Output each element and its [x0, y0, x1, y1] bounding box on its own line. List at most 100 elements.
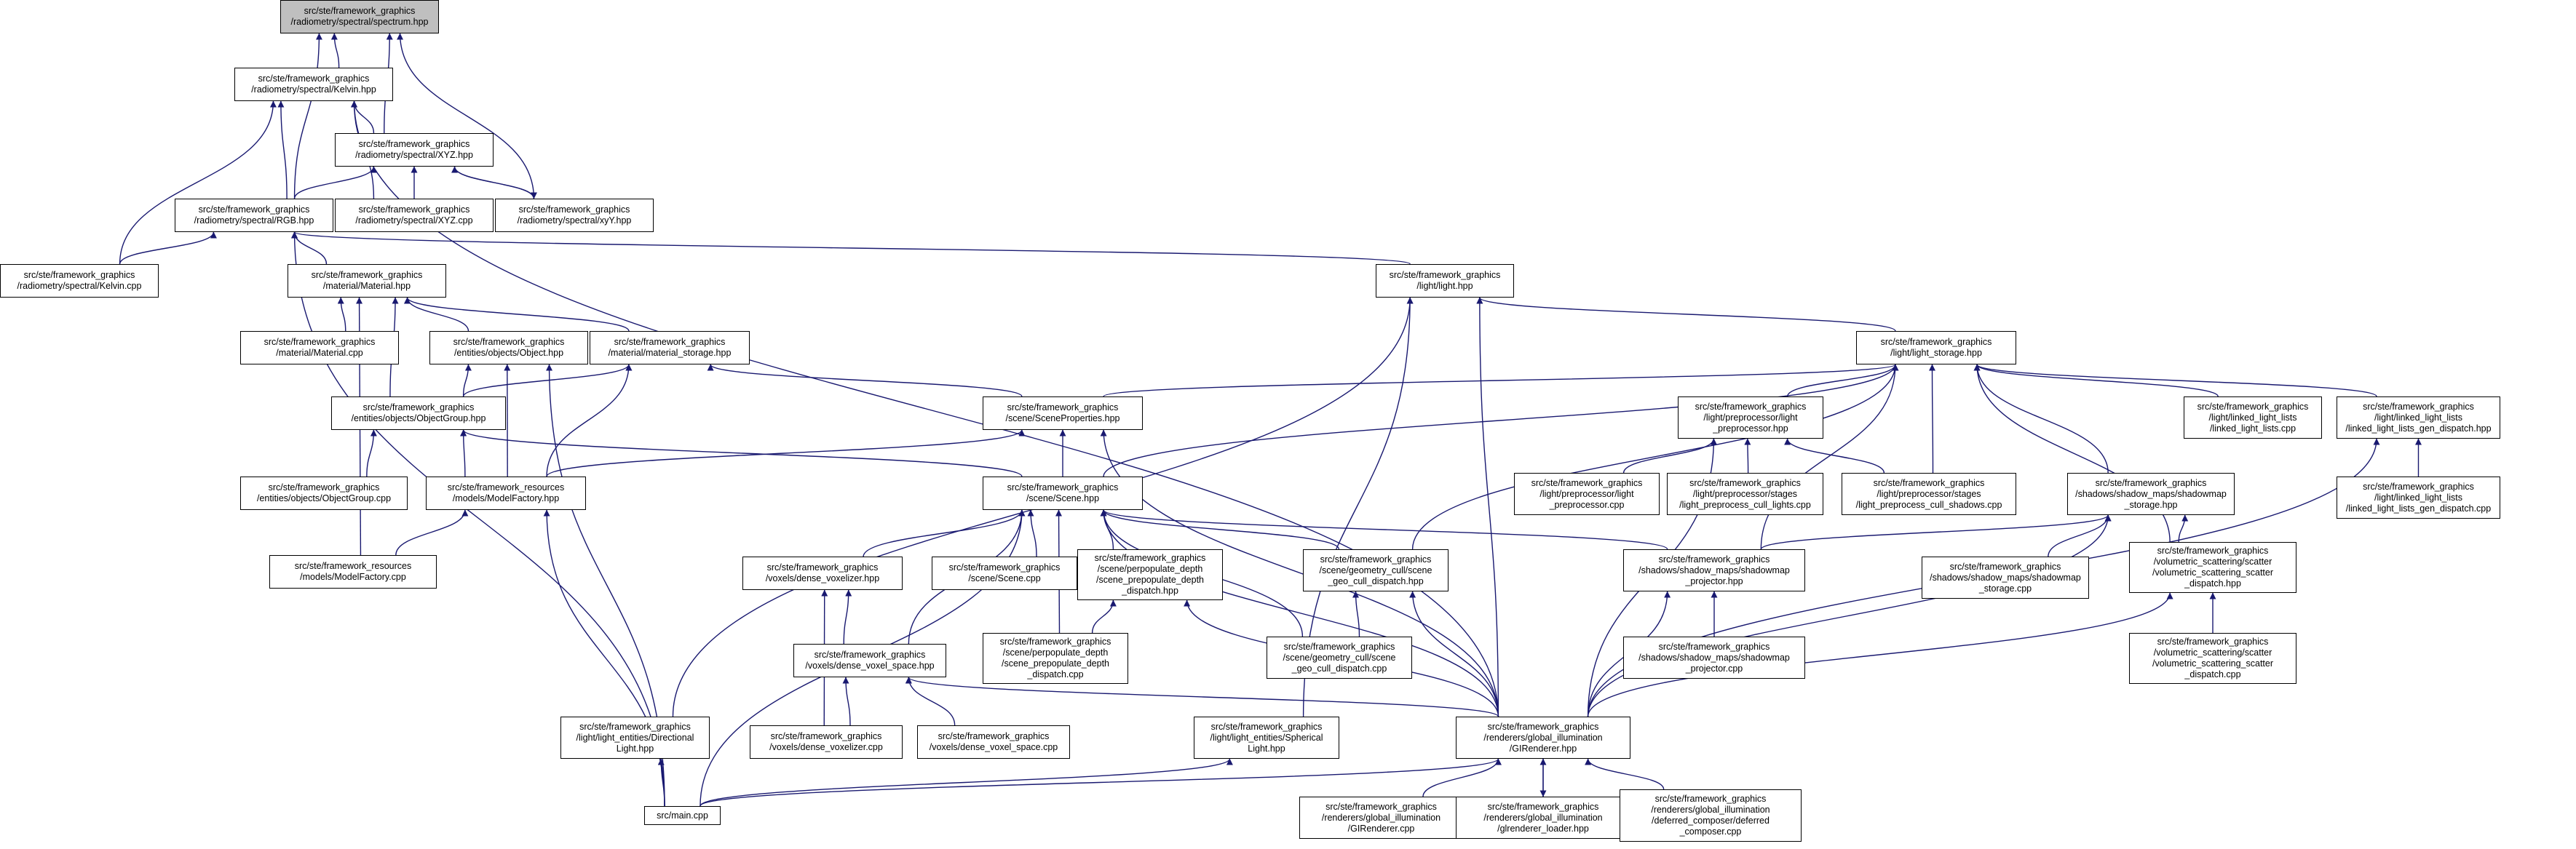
- include-edge-main-cpp-to-glrenderer-hpp: [700, 758, 1502, 807]
- file-node-main-cpp[interactable]: src/main.cpp: [644, 806, 721, 825]
- file-node-lll-gen-cpp[interactable]: src/ste/framework_graphics/light/linked_…: [2337, 477, 2500, 519]
- file-node-label: /linked_light_lists_gen_dispatch.cpp: [2345, 503, 2492, 514]
- file-node-shadowmap-storage-cpp[interactable]: src/ste/framework_graphics/shadows/shado…: [1922, 557, 2089, 599]
- file-node-glrenderer-hpp[interactable]: src/ste/framework_graphics/renderers/glo…: [1456, 717, 1630, 759]
- file-node-lll-cpp[interactable]: src/ste/framework_graphics/light/linked_…: [2184, 396, 2322, 439]
- file-node-lp-cull-lights[interactable]: src/ste/framework_graphics/light/preproc…: [1667, 473, 1823, 515]
- file-node-label: _geo_cull_dispatch.cpp: [1291, 663, 1387, 674]
- file-node-xyz-hpp[interactable]: src/ste/framework_graphics/radiometry/sp…: [335, 133, 494, 167]
- file-node-kelvin-cpp[interactable]: src/ste/framework_graphics/radiometry/sp…: [0, 264, 159, 298]
- file-node-scene-cpp[interactable]: src/ste/framework_graphics/scene/Scene.c…: [932, 557, 1077, 590]
- file-node-rgb-hpp[interactable]: src/ste/framework_graphics/radiometry/sp…: [175, 199, 333, 232]
- file-node-label: src/ste/framework_graphics: [263, 337, 376, 347]
- file-node-label: src/ste/framework_graphics: [258, 73, 370, 84]
- file-node-label: /light/preprocessor/light: [1539, 488, 1634, 499]
- include-edge-objectgroup-hpp-to-material-storage: [462, 364, 633, 397]
- include-edge-rgb-hpp-to-kelvin-hpp: [277, 100, 288, 199]
- file-node-label: src/ste/framework_graphics: [948, 562, 1061, 573]
- file-node-deferred-composer[interactable]: src/ste/framework_graphics/renderers/glo…: [1620, 789, 1802, 842]
- file-node-label: /volumetric_scattering_scatter: [2152, 567, 2274, 578]
- file-node-lp-cpp[interactable]: src/ste/framework_graphics/light/preproc…: [1514, 473, 1660, 515]
- include-edge-material-cpp-to-material-hpp: [337, 297, 346, 332]
- file-node-label: /material/material_storage.hpp: [608, 348, 732, 358]
- file-node-lp-hpp[interactable]: src/ste/framework_graphics/light/preproc…: [1678, 396, 1823, 439]
- file-node-spherical-light[interactable]: src/ste/framework_graphics/light/light_e…: [1194, 717, 1339, 759]
- include-edge-objectgroup-hpp-to-object-hpp: [462, 364, 472, 397]
- file-node-glrenderer-cpp[interactable]: src/ste/framework_graphics/renderers/glo…: [1299, 797, 1463, 839]
- file-node-label: src/ste/framework_graphics: [1094, 553, 1206, 563]
- include-edge-material-storage-to-material-hpp: [404, 297, 630, 332]
- file-node-gl-loader[interactable]: src/ste/framework_graphics/renderers/glo…: [1456, 797, 1630, 839]
- include-edge-lp-cpp-to-lp-hpp: [1622, 438, 1717, 474]
- file-node-xyz-cpp[interactable]: src/ste/framework_graphics/radiometry/sp…: [335, 199, 494, 232]
- include-edge-rgb-hpp-to-xyz-hpp: [293, 166, 377, 199]
- file-node-objectgroup-cpp[interactable]: src/ste/framework_graphics/entities/obje…: [240, 477, 408, 510]
- file-node-xyy-hpp[interactable]: src/ste/framework_graphics/radiometry/sp…: [495, 199, 654, 232]
- file-node-dense-voxelizer-hpp[interactable]: src/ste/framework_graphics/voxels/dense_…: [742, 557, 903, 590]
- file-node-dense-voxelizer-cpp[interactable]: src/ste/framework_graphics/voxels/dense_…: [750, 725, 903, 759]
- file-node-object-hpp[interactable]: src/ste/framework_graphics/entities/obje…: [429, 331, 588, 364]
- file-node-vol-scatter-hpp[interactable]: src/ste/framework_graphics/volumetric_sc…: [2129, 542, 2296, 593]
- file-node-label: src/ste/framework_graphics: [362, 402, 475, 412]
- include-edge-dense-voxel-space-hpp-to-dense-voxelizer-hpp: [843, 589, 852, 645]
- file-node-label: src/ste/framework_graphics: [1658, 554, 1770, 565]
- file-node-label: /renderers/global_illumination: [1483, 812, 1603, 823]
- include-edge-glrenderer-hpp-to-kelvin-hpp: [351, 100, 1499, 717]
- file-node-dense-voxel-space-hpp[interactable]: src/ste/framework_graphics/voxels/dense_…: [793, 644, 946, 677]
- file-node-modelfactory-cpp[interactable]: src/ste/framework_resources/models/Model…: [269, 555, 437, 589]
- file-node-lp-cull-shadows[interactable]: src/ste/framework_graphics/light/preproc…: [1842, 473, 2016, 515]
- include-edge-vol-scatter-hpp-to-light-storage: [1973, 364, 2171, 543]
- file-node-label: src/main.cpp: [657, 810, 708, 821]
- file-node-vol-scatter-cpp[interactable]: src/ste/framework_graphics/volumetric_sc…: [2129, 633, 2296, 684]
- file-node-label: /light/preprocessor/stages: [1692, 488, 1798, 499]
- file-node-material-hpp[interactable]: src/ste/framework_graphics/material/Mate…: [288, 264, 446, 298]
- file-node-scene-hpp[interactable]: src/ste/framework_graphics/scene/Scene.h…: [983, 477, 1143, 510]
- file-node-label: src/ste/framework_graphics: [304, 6, 416, 16]
- file-node-label: /light_preprocess_cull_shadows.cpp: [1855, 499, 2002, 510]
- file-node-kelvin-hpp[interactable]: src/ste/framework_graphics/radiometry/sp…: [234, 68, 393, 101]
- file-node-label: /voxels/dense_voxelizer.hpp: [765, 573, 880, 583]
- file-node-sceneprops[interactable]: src/ste/framework_graphics/scene/ScenePr…: [983, 396, 1143, 430]
- include-edge-material-hpp-to-rgb-hpp: [291, 231, 328, 265]
- include-edge-lll-cpp-to-light-storage: [1973, 364, 2219, 397]
- file-node-material-cpp[interactable]: src/ste/framework_graphics/material/Mate…: [240, 331, 399, 364]
- file-node-modelfactory-hpp[interactable]: src/ste/framework_resources/models/Model…: [426, 477, 586, 510]
- file-node-directional-light[interactable]: src/ste/framework_graphics/light/light_e…: [560, 717, 710, 759]
- file-node-dense-voxel-space-cpp[interactable]: src/ste/framework_graphics/voxels/dense_…: [917, 725, 1070, 759]
- include-edge-geo-cull-cpp-to-geo-cull-hpp: [1352, 591, 1360, 637]
- file-node-label: src/ste/framework_graphics: [311, 270, 423, 280]
- file-node-label: src/ste/framework_graphics: [1325, 801, 1437, 812]
- file-node-prepop-hpp[interactable]: src/ste/framework_graphics/scene/perpopu…: [1077, 549, 1223, 600]
- file-node-label: src/ste/framework_graphics: [1658, 641, 1770, 652]
- file-node-label: src/ste/framework_graphics: [23, 270, 135, 280]
- file-node-label: src/ste/framework_graphics: [938, 731, 1050, 741]
- file-node-shadowmap-proj-hpp[interactable]: src/ste/framework_graphics/shadows/shado…: [1623, 549, 1805, 591]
- file-node-geo-cull-cpp[interactable]: src/ste/framework_graphics/scene/geometr…: [1267, 637, 1412, 679]
- include-edge-scene-cpp-to-scene-hpp: [1027, 509, 1037, 557]
- file-node-material-storage[interactable]: src/ste/framework_graphics/material/mate…: [590, 331, 750, 364]
- file-node-label: /scene/SceneProperties.hpp: [1005, 413, 1120, 423]
- include-edge-modelfactory-hpp-to-sceneprops: [546, 429, 1026, 477]
- file-node-label: src/ste/framework_graphics: [1654, 794, 1767, 804]
- file-node-lll-gen-hpp[interactable]: src/ste/framework_graphics/light/linked_…: [2337, 396, 2500, 439]
- file-node-label: src/ste/framework_graphics: [1007, 482, 1119, 493]
- file-node-label: _projector.hpp: [1685, 575, 1743, 586]
- file-node-prepop-cpp[interactable]: src/ste/framework_graphics/scene/perpopu…: [983, 633, 1128, 684]
- file-node-shadowmap-storage-hpp[interactable]: src/ste/framework_graphics/shadows/shado…: [2067, 473, 2235, 515]
- file-node-light-storage[interactable]: src/ste/framework_graphics/light/light_s…: [1856, 331, 2016, 364]
- file-node-shadowmap-proj-cpp[interactable]: src/ste/framework_graphics/shadows/shado…: [1623, 637, 1805, 679]
- include-edge-glrenderer-hpp-to-shadowmap-storage-hpp: [1587, 514, 2112, 717]
- file-node-light-hpp[interactable]: src/ste/framework_graphics/light/light.h…: [1376, 264, 1514, 298]
- file-node-spectrum[interactable]: src/ste/framework_graphics/radiometry/sp…: [280, 0, 439, 33]
- file-node-geo-cull-hpp[interactable]: src/ste/framework_graphics/scene/geometr…: [1303, 549, 1448, 591]
- include-edge-geo-cull-hpp-to-scene-hpp: [1100, 509, 1340, 550]
- include-edge-kelvin-hpp-to-spectrum: [330, 33, 340, 68]
- file-node-objectgroup-hpp[interactable]: src/ste/framework_graphics/entities/obje…: [331, 396, 506, 430]
- include-edge-glrenderer-hpp-to-scene-hpp: [1100, 509, 1499, 717]
- file-node-label: src/ste/framework_graphics: [1695, 401, 1807, 412]
- file-node-label: _composer.cpp: [1679, 826, 1742, 837]
- include-edge-shadowmap-proj-hpp-to-light-storage: [1760, 364, 1899, 550]
- file-node-label: _storage.hpp: [2124, 499, 2178, 510]
- file-node-label: src/ste/framework_graphics: [1531, 477, 1643, 488]
